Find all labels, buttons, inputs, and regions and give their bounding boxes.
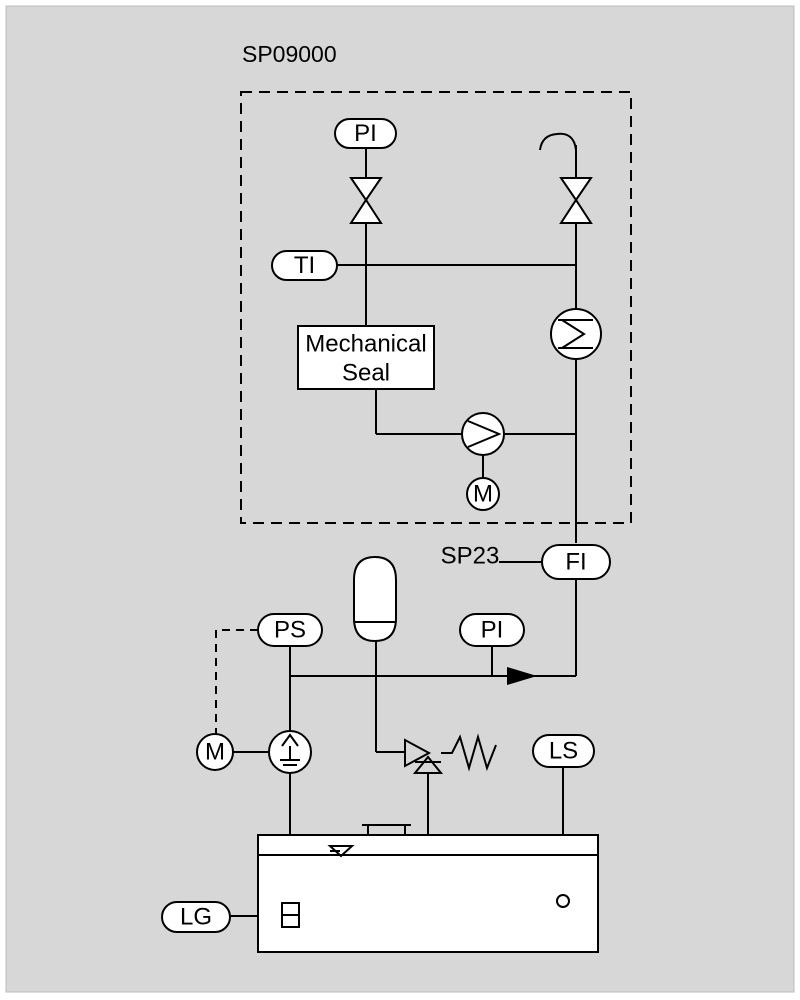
motor-seal-pump-label: M [473, 481, 493, 508]
callout-sp23: SP23 [441, 543, 500, 570]
signal-line [215, 629, 258, 735]
valve-pi-top [349, 177, 383, 224]
instrument-lg-label: LG [180, 904, 212, 931]
mechanical-seal-line2: Seal [342, 360, 390, 387]
circulation-pump-icon [461, 412, 505, 456]
instrument-ti [271, 250, 338, 281]
instrument-pi-main-label: PI [481, 617, 504, 644]
instrument-ls [532, 734, 595, 768]
instrument-ps [257, 613, 323, 647]
instrument-ls-label: LS [549, 738, 578, 765]
system-title: SP09000 [242, 41, 337, 67]
motor-main-pump-label: M [205, 739, 225, 766]
instrument-fi [541, 544, 611, 580]
valve-vent [559, 177, 593, 224]
instrument-pi-top-label: PI [354, 120, 377, 147]
instrument-fi-label: FI [565, 549, 586, 576]
accumulator-icon [353, 555, 397, 643]
skid-boundary [240, 91, 632, 524]
relief-valve-icon [404, 733, 497, 774]
mechanical-seal-line1: Mechanical [305, 331, 426, 358]
motor-seal-pump [466, 477, 500, 511]
main-pump-icon [268, 730, 312, 774]
reservoir-tank [257, 824, 599, 953]
motor-main-pump [196, 733, 234, 771]
main-piping [226, 561, 577, 917]
skid-piping [337, 132, 577, 543]
heat-exchanger-icon [550, 308, 602, 360]
instrument-ti-label: TI [294, 252, 315, 279]
diagram-panel [5, 5, 795, 993]
instrument-lg [161, 901, 231, 933]
instrument-pi-top [334, 118, 397, 149]
instrument-ps-label: PS [274, 617, 306, 644]
flow-arrow-icon [507, 667, 537, 685]
instrument-pi-main [459, 613, 525, 647]
suction-strainer-icon [281, 902, 300, 928]
mechanical-seal-box [297, 325, 435, 390]
level-switch-float-icon [556, 894, 570, 908]
